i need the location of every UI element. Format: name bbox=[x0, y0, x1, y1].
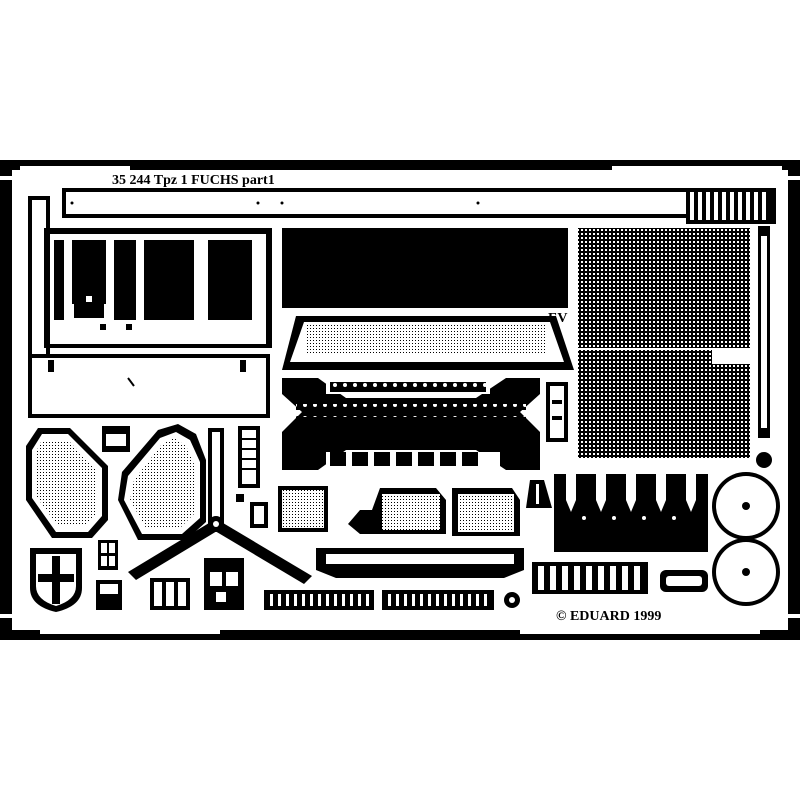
part-hex-mesh-right bbox=[118, 424, 206, 540]
part-fork bbox=[526, 480, 552, 508]
part-small-clip bbox=[236, 494, 268, 528]
part-cup bbox=[96, 580, 122, 610]
part-link bbox=[660, 570, 708, 592]
part-vertical-rail bbox=[756, 226, 772, 468]
part-long-strip bbox=[62, 188, 718, 218]
part-mesh-panel-lower bbox=[578, 350, 750, 458]
part-mount bbox=[204, 558, 244, 610]
part-long-bar bbox=[316, 548, 524, 578]
fret-title: 35 244 Tpz 1 FUCHS part1 bbox=[112, 173, 275, 188]
part-tripod bbox=[128, 428, 312, 584]
part-disc-upper bbox=[712, 472, 780, 540]
part-comb bbox=[554, 474, 708, 552]
part-rivet-brace bbox=[282, 378, 540, 470]
part-mesh-rect-a bbox=[278, 486, 328, 532]
part-track-strip-b bbox=[382, 590, 494, 610]
part-ladder bbox=[238, 426, 260, 488]
part-shield bbox=[30, 548, 82, 612]
part-disc-lower bbox=[712, 538, 780, 606]
part-trapezoid-mesh bbox=[282, 316, 574, 370]
part-black-grille bbox=[282, 228, 568, 308]
part-small-box bbox=[102, 426, 130, 452]
part-grid-box bbox=[98, 540, 118, 570]
part-plate bbox=[28, 354, 270, 418]
part-gear bbox=[504, 592, 520, 608]
part-hex-mesh-left bbox=[26, 428, 108, 538]
part-ladder-strip bbox=[532, 562, 648, 594]
part-track-strip-a bbox=[264, 590, 374, 610]
part-mesh-panel-upper bbox=[578, 228, 750, 348]
part-grid-box-b bbox=[150, 578, 190, 610]
part-mesh-rect-b bbox=[348, 488, 446, 534]
part-ribbed-strip bbox=[686, 188, 776, 224]
part-bracket bbox=[546, 382, 568, 442]
part-mesh-rect-c bbox=[452, 488, 520, 536]
copyright-text: © EDUARD 1999 bbox=[556, 609, 661, 624]
